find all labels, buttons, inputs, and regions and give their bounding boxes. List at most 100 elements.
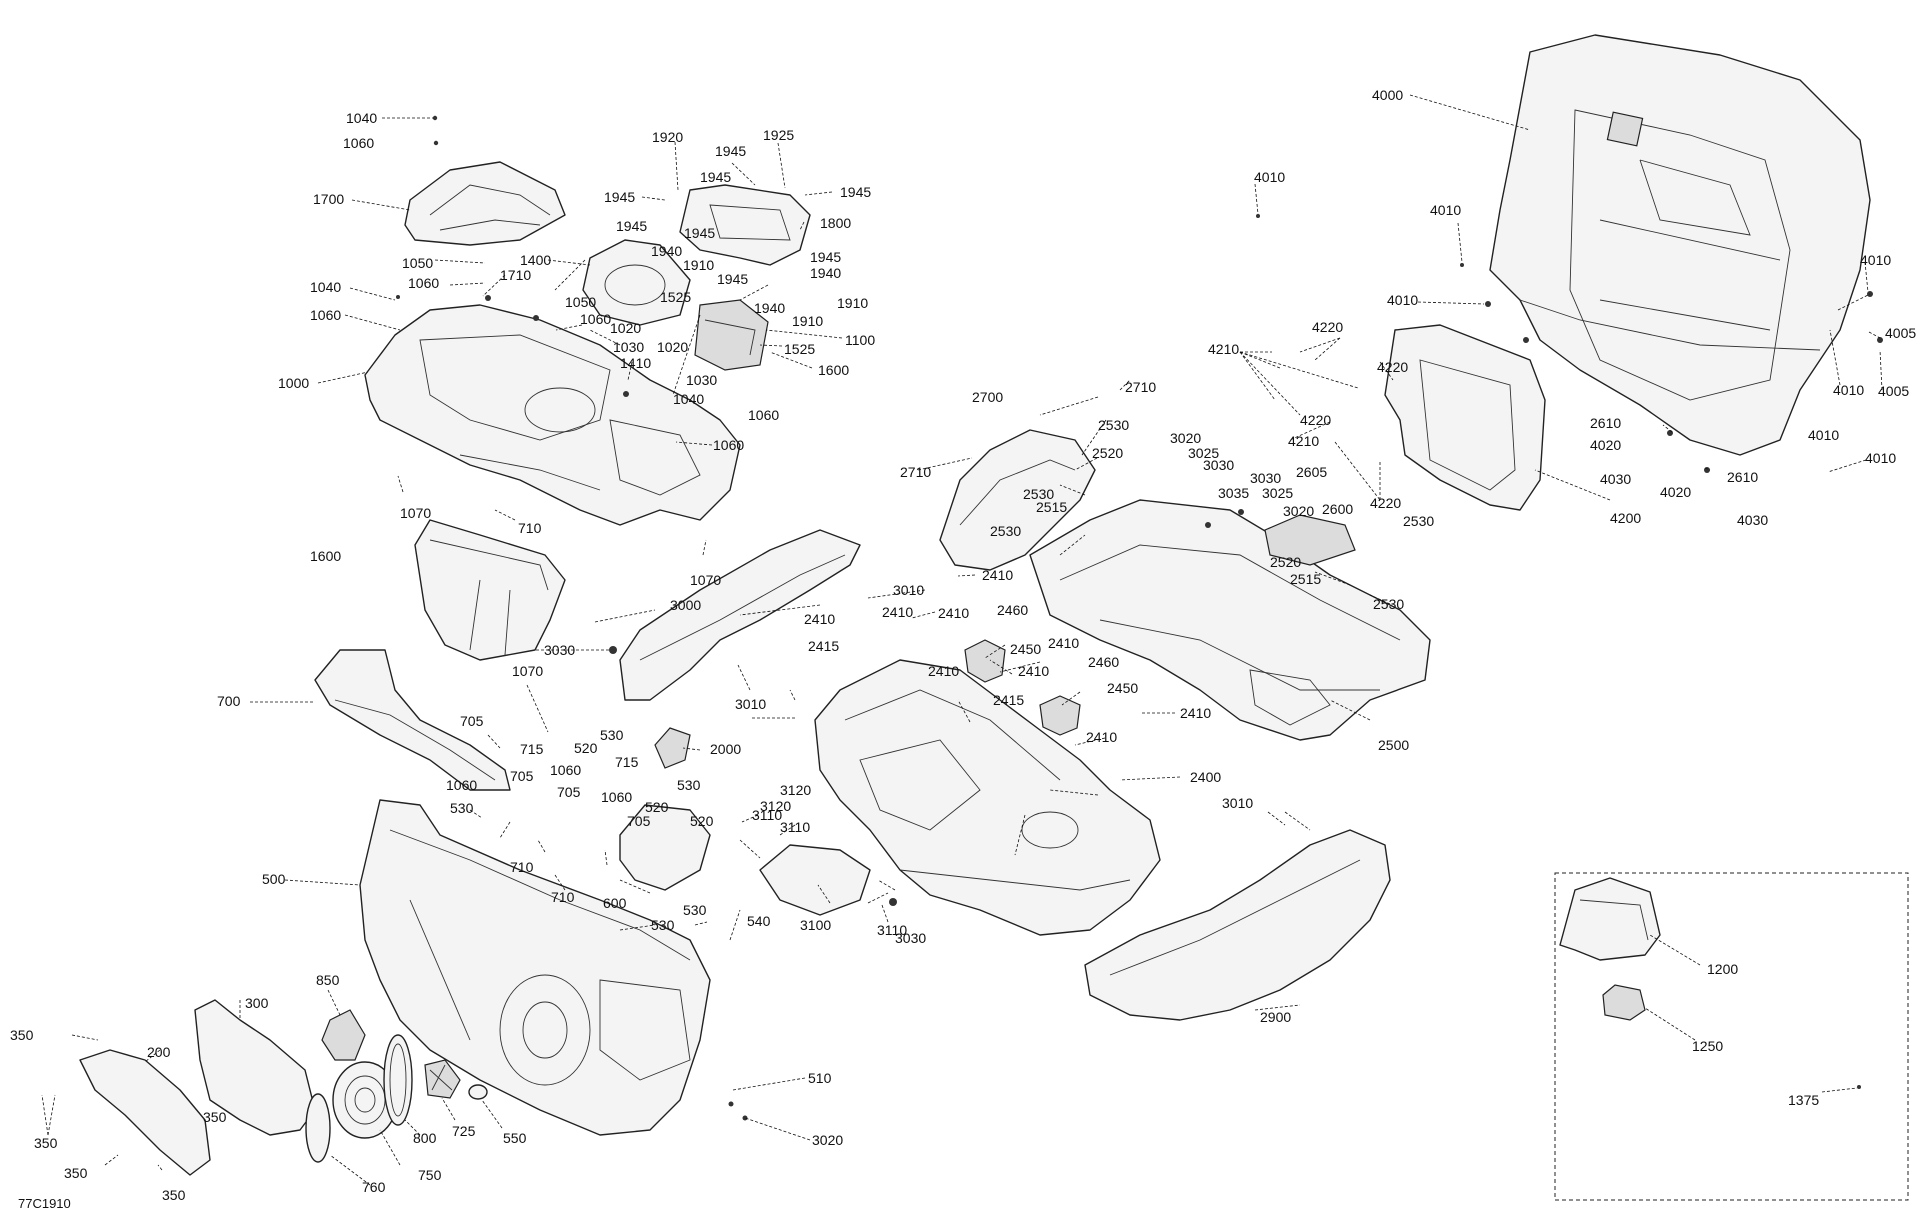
label-715-a: 715 <box>520 741 544 757</box>
label-4010-b: 4010 <box>1430 202 1461 218</box>
label-710-b: 710 <box>510 859 534 875</box>
label-350-e: 350 <box>162 1187 186 1203</box>
label-1000: 1000 <box>278 375 309 391</box>
part-4200-drawing <box>1384 324 1546 511</box>
label-3035: 3035 <box>1218 485 1249 501</box>
label-2710-b: 2710 <box>900 464 931 480</box>
inset-frame <box>1554 872 1909 1201</box>
label-4020-b: 4020 <box>1660 484 1691 500</box>
part-750-drawing <box>332 1061 398 1139</box>
label-2460-b: 2460 <box>1088 654 1119 670</box>
label-4020-a: 4020 <box>1590 437 1621 453</box>
part-1250-drawing <box>1602 984 1646 1021</box>
label-1700: 1700 <box>313 191 344 207</box>
label-520-c: 520 <box>645 799 669 815</box>
label-1020-a: 1020 <box>610 320 641 336</box>
label-4220-b: 4220 <box>1377 359 1408 375</box>
label-2605: 2605 <box>1296 464 1327 480</box>
label-3025-b: 3025 <box>1262 485 1293 501</box>
label-1070-a: 1070 <box>400 505 431 521</box>
label-4010-f: 4010 <box>1808 427 1839 443</box>
label-1030-b: 1030 <box>686 372 717 388</box>
label-1940-c: 1940 <box>754 300 785 316</box>
label-1060-g: 1060 <box>550 762 581 778</box>
label-4010-d: 4010 <box>1860 252 1891 268</box>
part-500-drawing <box>359 799 711 1136</box>
label-4210-b: 4210 <box>1288 433 1319 449</box>
label-2410-a: 2410 <box>982 567 1013 583</box>
label-1050-a: 1050 <box>402 255 433 271</box>
label-2515-a: 2515 <box>1036 499 1067 515</box>
label-3010-b: 3010 <box>735 696 766 712</box>
label-4030-a: 4030 <box>1600 471 1631 487</box>
label-530-c: 530 <box>450 800 474 816</box>
label-1910-b: 1910 <box>837 295 868 311</box>
label-1945-d: 1945 <box>840 184 871 200</box>
label-500: 500 <box>262 871 286 887</box>
label-1040-c: 1040 <box>673 391 704 407</box>
label-4010-a: 4010 <box>1254 169 1285 185</box>
label-1945-c: 1945 <box>604 189 635 205</box>
label-1800: 1800 <box>820 215 851 231</box>
label-2410-d: 2410 <box>938 605 969 621</box>
label-1400: 1400 <box>520 252 551 268</box>
label-4200: 4200 <box>1610 510 1641 526</box>
label-3030-a: 3030 <box>1203 457 1234 473</box>
label-2410-i: 2410 <box>1086 729 1117 745</box>
label-4220-a: 4220 <box>1312 319 1343 335</box>
label-1945-a: 1945 <box>715 143 746 159</box>
part-1600-drawing <box>414 519 566 661</box>
label-800: 800 <box>413 1130 437 1146</box>
label-4030-b: 4030 <box>1737 512 1768 528</box>
label-4005-a: 4005 <box>1885 325 1916 341</box>
label-1040-a: 1040 <box>346 110 377 126</box>
label-1200: 1200 <box>1707 961 1738 977</box>
label-2000: 2000 <box>710 741 741 757</box>
labels: 4000 4010 4010 4010 4010 4010 4010 4005 … <box>10 87 1916 1211</box>
part-1800-drawing <box>679 184 811 266</box>
label-750: 750 <box>418 1167 442 1183</box>
label-1060-d: 1060 <box>580 311 611 327</box>
label-530-a: 530 <box>600 727 624 743</box>
label-715-b: 715 <box>615 754 639 770</box>
label-1070-c: 1070 <box>512 663 543 679</box>
label-1710: 1710 <box>500 267 531 283</box>
label-1060-h: 1060 <box>446 777 477 793</box>
label-705-d: 705 <box>627 813 651 829</box>
label-1600-b: 1600 <box>310 548 341 564</box>
label-4220-c: 4220 <box>1300 412 1331 428</box>
part-2400-drawing <box>814 659 1161 936</box>
part-760-drawing <box>305 1093 331 1163</box>
label-3010-c: 3010 <box>1222 795 1253 811</box>
label-2900: 2900 <box>1260 1009 1291 1025</box>
label-710-a: 710 <box>518 520 542 536</box>
part-2500-drawing <box>1029 499 1431 741</box>
label-530-e: 530 <box>683 902 707 918</box>
label-2410-h: 2410 <box>1180 705 1211 721</box>
label-1525-a: 1525 <box>660 289 691 305</box>
part-2900-drawing <box>1084 829 1391 1021</box>
label-1375: 1375 <box>1788 1092 1819 1108</box>
label-3030-d: 3030 <box>895 930 926 946</box>
label-1040-b: 1040 <box>310 279 341 295</box>
label-1070-b: 1070 <box>690 572 721 588</box>
label-540: 540 <box>747 913 771 929</box>
label-520-d: 520 <box>690 813 714 829</box>
label-2530-c: 2530 <box>990 523 1021 539</box>
label-2515-b: 2515 <box>1290 571 1321 587</box>
label-3110-b: 3110 <box>780 819 810 835</box>
label-725: 725 <box>452 1123 476 1139</box>
label-3120-b: 3120 <box>760 798 791 814</box>
label-510: 510 <box>808 1070 832 1086</box>
label-350-b: 350 <box>203 1109 227 1125</box>
label-705-b: 705 <box>510 768 534 784</box>
label-1250: 1250 <box>1692 1038 1723 1054</box>
label-1060-a: 1060 <box>343 135 374 151</box>
label-3110-c: 3110 <box>877 922 907 938</box>
part-4000-drawing <box>1489 34 1871 456</box>
label-1100: 1100 <box>845 332 875 348</box>
label-1940-a: 1940 <box>651 243 682 259</box>
label-3120-a: 3120 <box>780 782 811 798</box>
part-725-drawing <box>424 1059 461 1099</box>
label-1525-b: 1525 <box>784 341 815 357</box>
